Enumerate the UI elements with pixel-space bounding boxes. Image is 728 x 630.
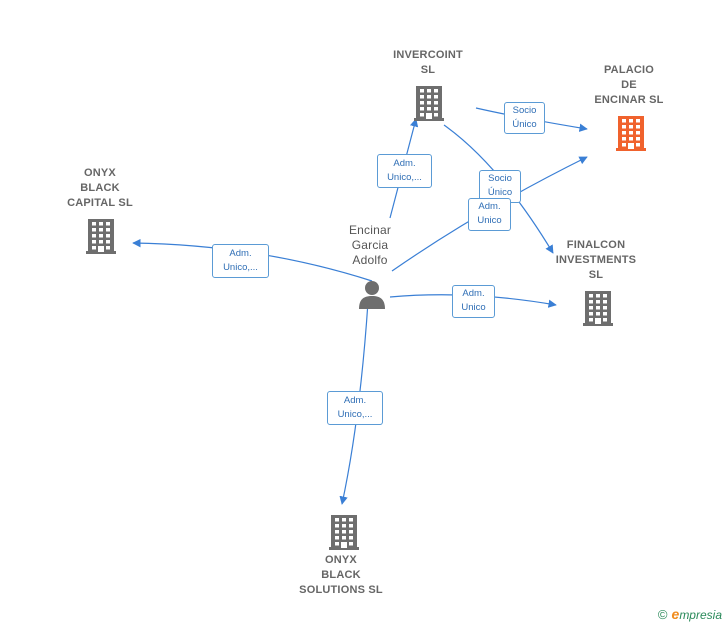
edge-label-person-palacio: Adm. Unico <box>468 198 511 231</box>
building-icon[interactable] <box>414 85 444 126</box>
edge-label-invercoint-palacio: Socio Único <box>504 102 545 134</box>
edge-label-invercoint-finalcon: Socio Único <box>479 170 521 203</box>
building-icon[interactable] <box>583 290 613 331</box>
edge-label-person-finalcon: Adm. Unico <box>452 285 495 318</box>
person-icon[interactable] <box>357 280 387 315</box>
footer-brand: ©empresia <box>658 606 722 622</box>
node-label-onyx-black-solutions[interactable]: ONYX BLACK SOLUTIONS SL <box>299 554 383 596</box>
brand-name: mpresia <box>679 608 722 622</box>
node-label-invercoint[interactable]: INVERCOINT SL <box>393 49 463 76</box>
brand-initial: e <box>671 606 680 622</box>
building-icon[interactable] <box>86 218 116 259</box>
node-label-finalcon-investments[interactable]: FINALCON INVESTMENTS SL <box>555 239 637 281</box>
node-label-person[interactable]: Encinar Garcia Adolfo <box>348 223 392 267</box>
copyright-icon: © <box>657 607 668 622</box>
node-label-palacio-de-encinar[interactable]: PALACIO DE ENCINAR SL <box>594 64 664 106</box>
edge-label-person-onyx-capital: Adm. Unico,... <box>212 244 269 278</box>
edge-label-person-onyx-solutions: Adm. Unico,... <box>327 391 383 425</box>
node-label-onyx-black-capital[interactable]: ONYX BLACK CAPITAL SL <box>67 167 133 209</box>
edge-label-person-invercoint: Adm. Unico,... <box>377 154 432 188</box>
building-icon[interactable] <box>616 115 646 156</box>
building-icon[interactable] <box>329 514 359 555</box>
